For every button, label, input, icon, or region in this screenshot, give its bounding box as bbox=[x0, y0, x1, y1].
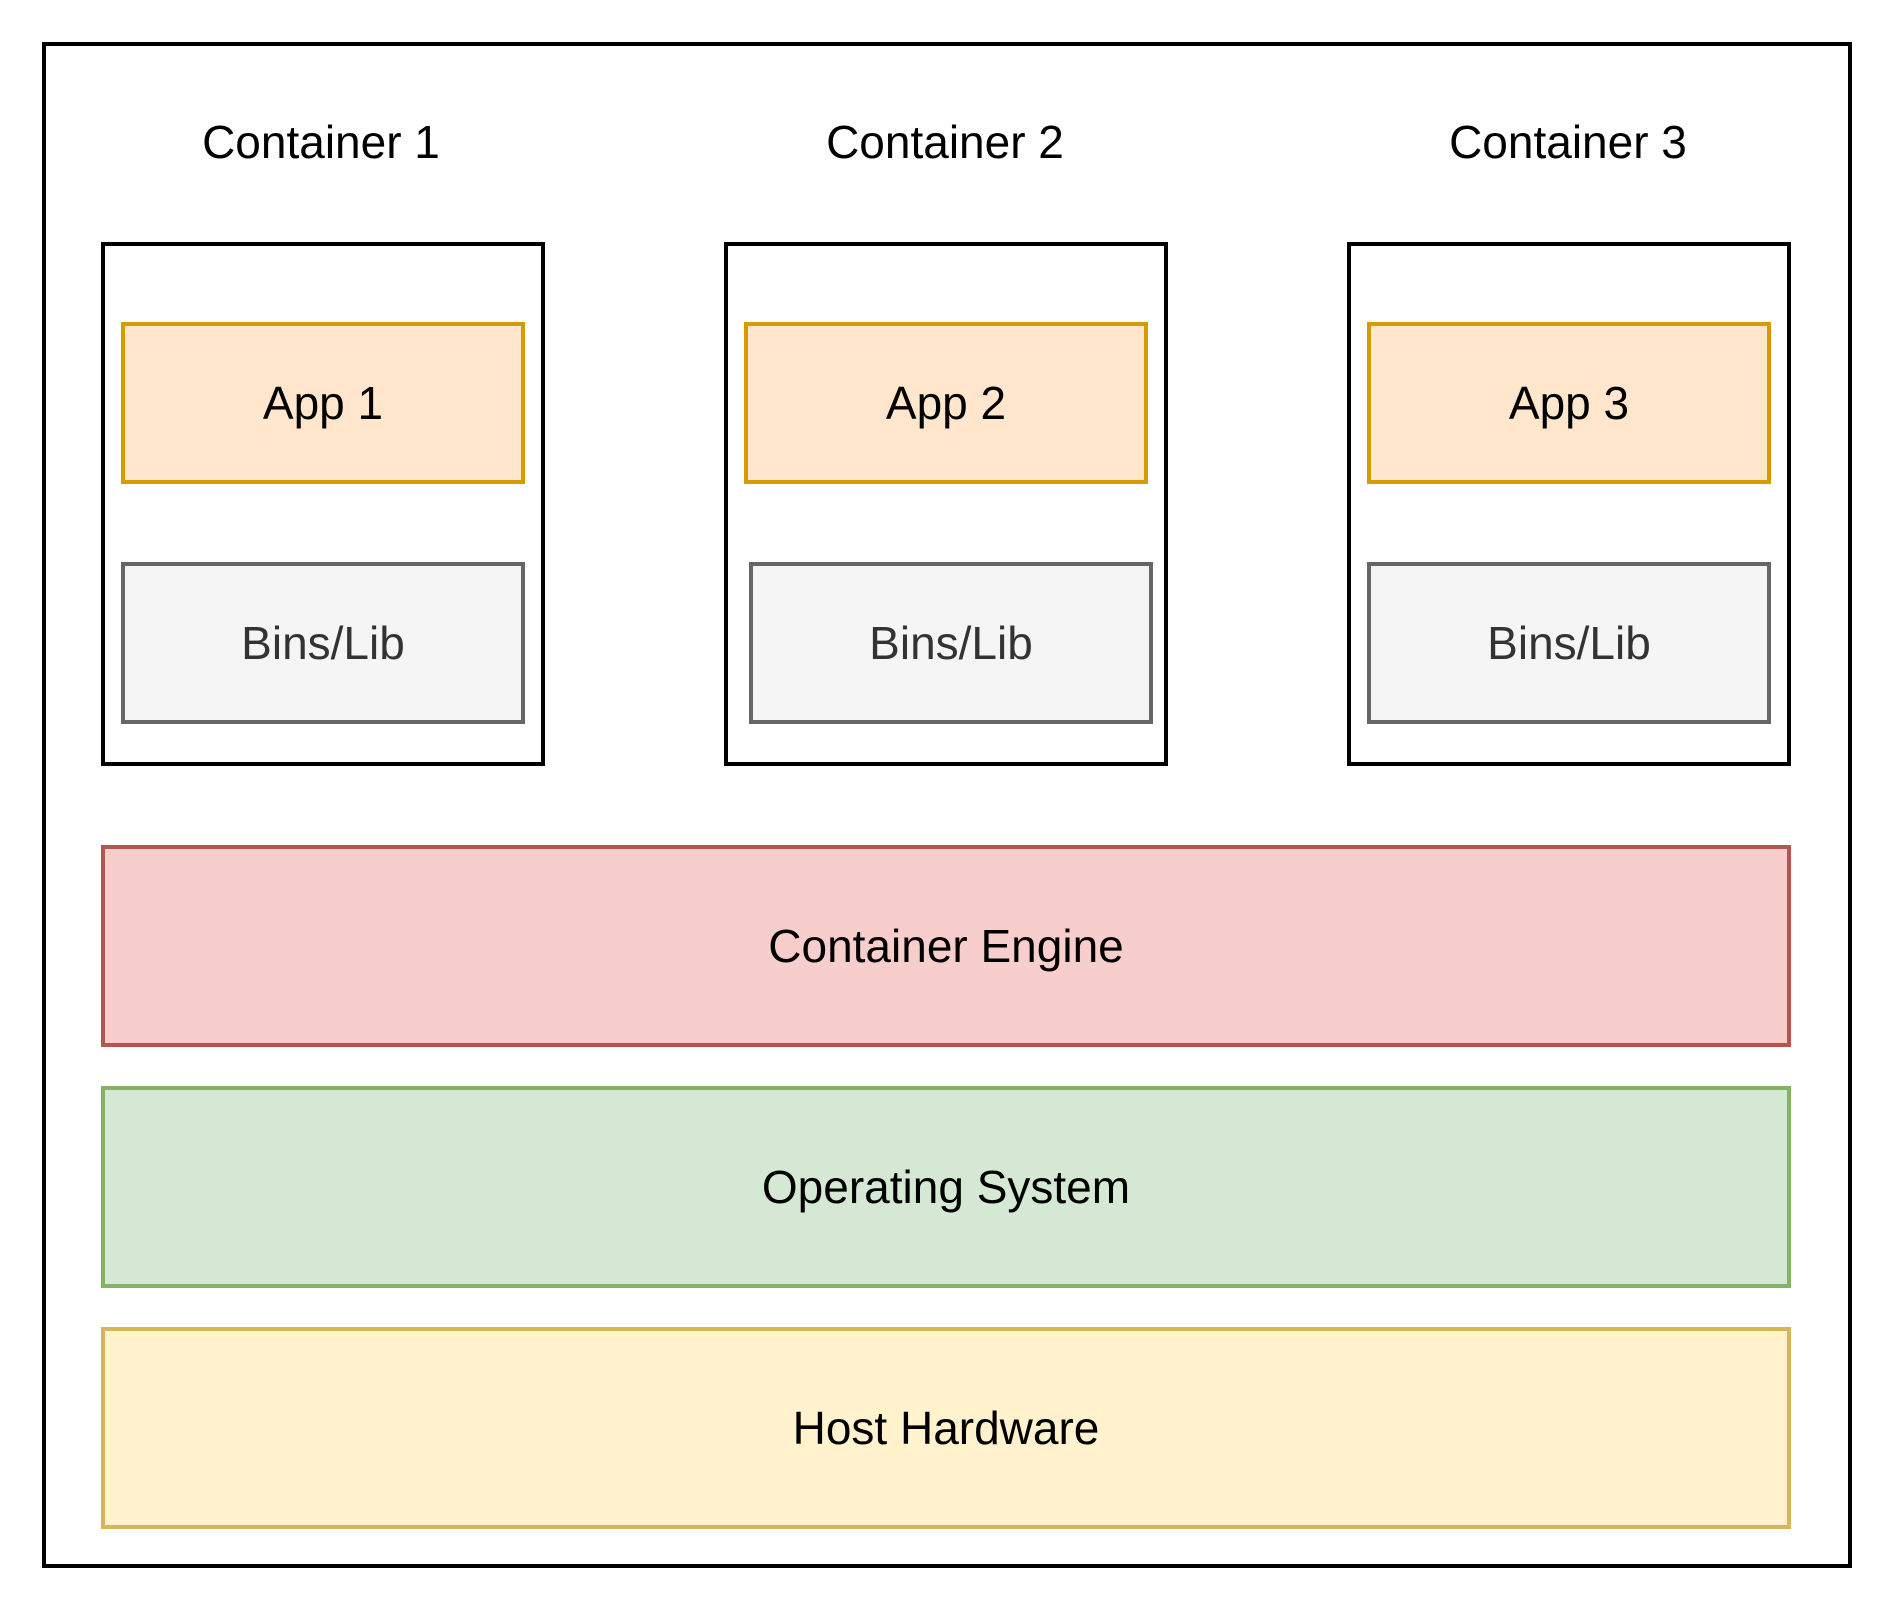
container-1-app: App 1 bbox=[121, 322, 525, 484]
container-3-bins-lib: Bins/Lib bbox=[1367, 562, 1771, 724]
host-hardware-layer: Host Hardware bbox=[101, 1327, 1791, 1529]
container-2-title: Container 2 bbox=[826, 116, 1064, 168]
container-2-bins-lib: Bins/Lib bbox=[749, 562, 1153, 724]
container-1-bins-lib: Bins/Lib bbox=[121, 562, 525, 724]
container-1-title: Container 1 bbox=[202, 116, 440, 168]
operating-system-layer: Operating System bbox=[101, 1086, 1791, 1288]
container-3-title: Container 3 bbox=[1449, 116, 1687, 168]
container-2-app: App 2 bbox=[744, 322, 1148, 484]
container-3-app: App 3 bbox=[1367, 322, 1771, 484]
container-engine-layer: Container Engine bbox=[101, 845, 1791, 1047]
